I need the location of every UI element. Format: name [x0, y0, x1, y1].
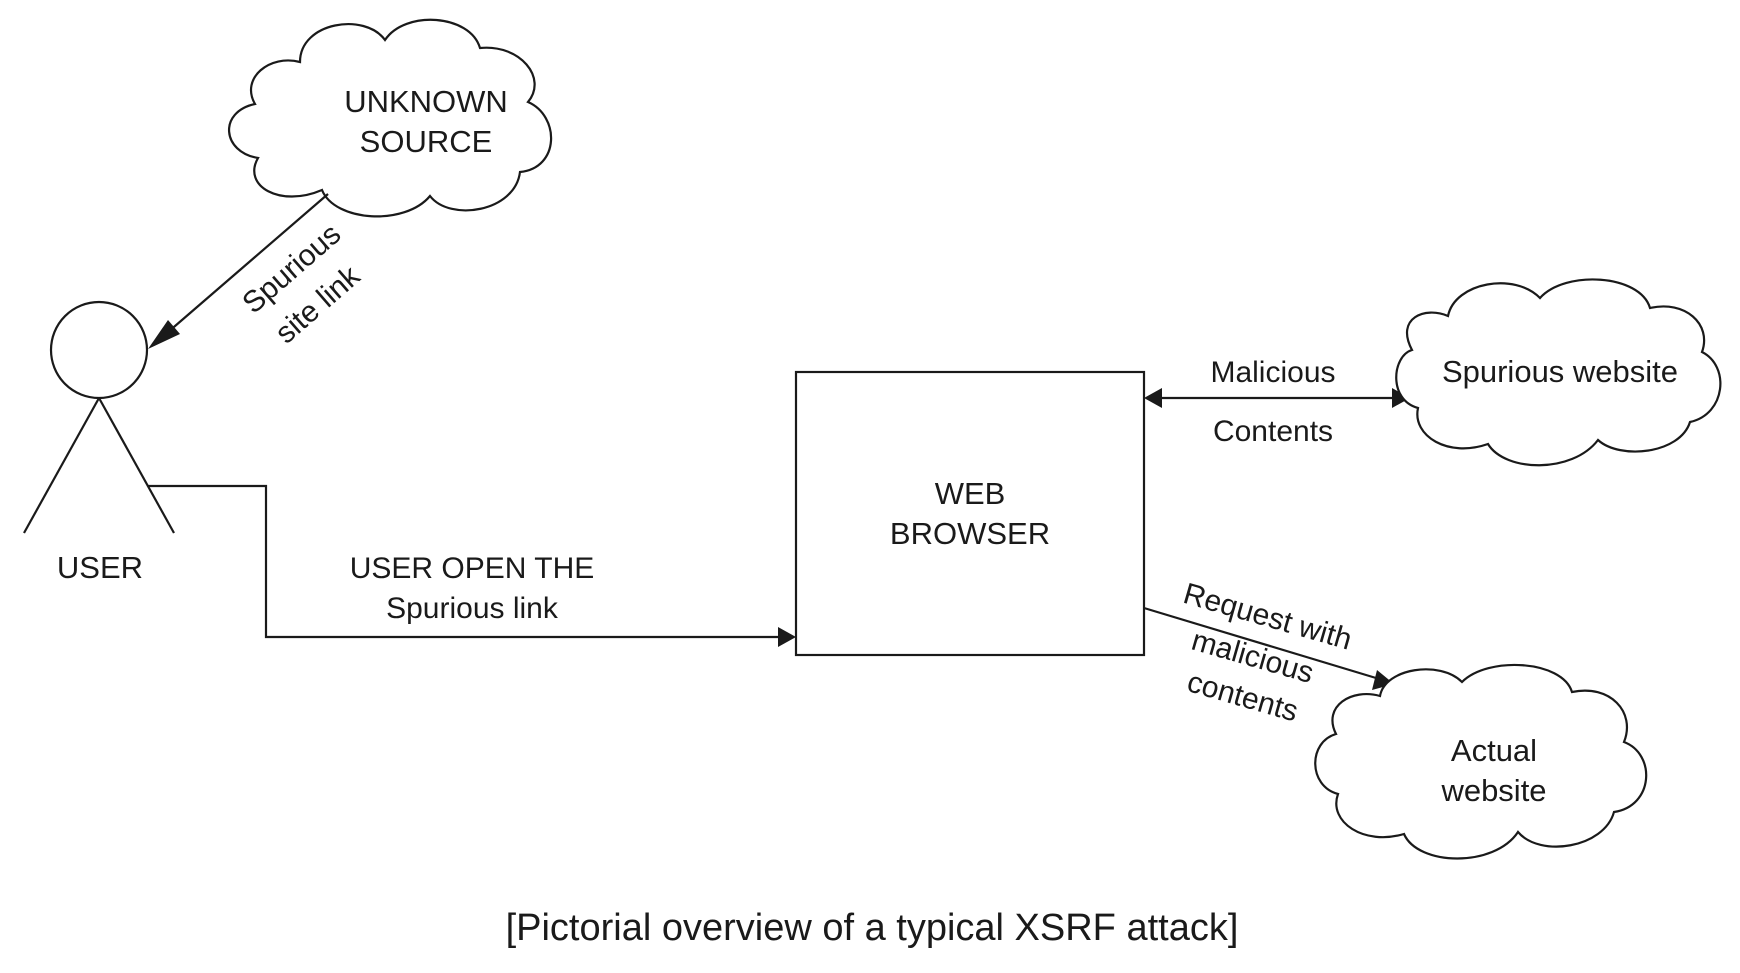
- user-to-browser-line: [148, 484, 780, 639]
- edge-user-to-browser: USER OPEN THE Spurious link: [148, 484, 796, 647]
- spurious-website-node: Spurious website: [1395, 278, 1722, 467]
- web-browser-node: WEB BROWSER: [794, 370, 1146, 657]
- actual-website-node: Actual website: [1314, 663, 1648, 860]
- browser-spurious-label-line2: Contents: [1213, 415, 1333, 448]
- actual-website-cloud: [1314, 663, 1648, 860]
- user-right-leg: [98, 397, 175, 534]
- source-to-user-line: [159, 193, 329, 340]
- web-browser-label-line2: BROWSER: [890, 516, 1050, 551]
- edge-source-to-user: Spurious site link: [148, 193, 367, 350]
- unknown-source-node: UNKNOWN SOURCE: [228, 18, 553, 218]
- user-node: USER: [23, 300, 175, 585]
- user-left-leg: [23, 397, 100, 534]
- browser-to-actual-line: [1143, 606, 1377, 680]
- web-browser-label-line1: WEB: [935, 476, 1006, 511]
- user-to-browser-label-line2: Spurious link: [386, 592, 559, 625]
- unknown-source-label-line2: SOURCE: [360, 124, 493, 159]
- browser-spurious-arrowhead-left: [1144, 388, 1162, 408]
- spurious-website-cloud: [1395, 278, 1722, 467]
- source-to-user-arrowhead: [148, 320, 180, 349]
- browser-spurious-arrowhead-right: [1392, 388, 1410, 408]
- user-to-browser-label-line1: USER OPEN THE: [350, 552, 595, 585]
- actual-website-label-line2: website: [1440, 773, 1546, 808]
- browser-spurious-label-line1: Malicious: [1210, 356, 1335, 389]
- diagram-caption: [Pictorial overview of a typical XSRF at…: [506, 907, 1239, 949]
- edge-browser-spurious: Malicious Contents: [1144, 356, 1410, 448]
- user-head: [49, 300, 149, 400]
- actual-website-label-line1: Actual: [1451, 733, 1537, 768]
- user-label: USER: [57, 550, 143, 585]
- unknown-source-label-line1: UNKNOWN: [344, 84, 508, 119]
- user-to-browser-arrowhead: [778, 627, 796, 647]
- unknown-source-cloud: [228, 18, 553, 218]
- spurious-website-label: Spurious website: [1442, 354, 1678, 389]
- web-browser-box: [794, 370, 1146, 657]
